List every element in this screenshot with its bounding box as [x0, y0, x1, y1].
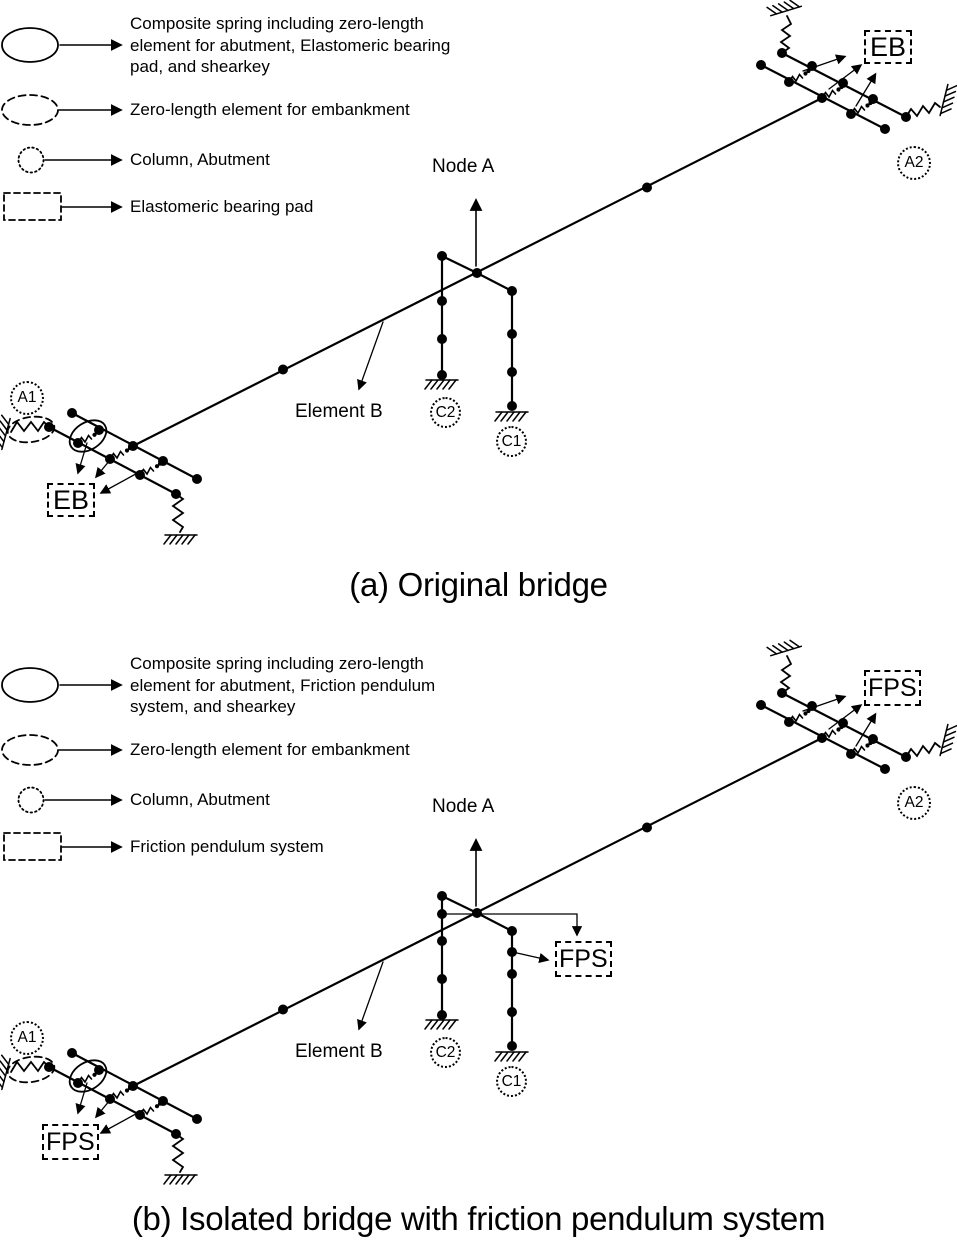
device-box-a1: EB	[47, 483, 96, 517]
bridge-graphics-a	[0, 0, 957, 544]
legend-line: Composite spring including zero-length	[130, 654, 424, 673]
column-c1-tag: C1	[496, 426, 527, 457]
device-box-a2: EB	[864, 30, 913, 64]
legend-line: pad, and shearkey	[130, 57, 270, 76]
legend-line: Composite spring including zero-length	[130, 14, 424, 33]
device-box-center: FPS	[555, 941, 612, 977]
device-box-a2: FPS	[864, 670, 921, 706]
column-c2-tag: C2	[430, 397, 461, 428]
abutment-a2-tag: A2	[897, 146, 931, 180]
column-c2-tag: C2	[430, 1037, 461, 1068]
legend-text-bearing-device: Elastomeric bearing pad	[130, 197, 314, 216]
device-box-a1: FPS	[42, 1124, 99, 1160]
abutment-a2-tag: A2	[897, 786, 931, 820]
legend-text-composite-spring: Composite spring including zero-length e…	[130, 653, 435, 718]
legend-text-fps-device: Friction pendulum system	[130, 837, 324, 856]
fps-isolator-additions	[437, 909, 583, 964]
legend-text-column-abutment: Column, Abutment	[130, 790, 270, 809]
legend-text-column-abutment: Column, Abutment	[130, 150, 270, 169]
legend-graphics-a	[2, 28, 121, 220]
fps-node-c1	[507, 947, 517, 957]
legend-graphics-b	[2, 668, 121, 860]
abutment-a1-tag: A1	[10, 1021, 44, 1055]
node-a-label: Node A	[432, 796, 495, 817]
element-b-label: Element B	[295, 401, 383, 422]
legend-text-embankment: Zero-length element for embankment	[130, 100, 410, 119]
legend-line: element for abutment, Friction pendulum	[130, 675, 436, 695]
abutment-a1-tag: A1	[10, 381, 44, 415]
fps-leader-arrow	[516, 952, 550, 964]
caption-panel-b: (b) Isolated bridge with friction pendul…	[131, 1200, 826, 1237]
fps-leader-arrow	[441, 913, 583, 937]
legend-text-composite-spring: Composite spring including zero-length e…	[130, 13, 450, 78]
legend-line: element for abutment, Elastomeric bearin…	[130, 35, 451, 55]
node-a-label: Node A	[432, 156, 495, 177]
caption-panel-a: (a) Original bridge	[349, 566, 608, 603]
legend-text-embankment: Zero-length element for embankment	[130, 740, 410, 759]
bridge-graphics-b	[0, 638, 957, 1184]
column-c1-tag: C1	[496, 1066, 527, 1097]
legend-line: system, and shearkey	[130, 697, 296, 716]
element-b-label: Element B	[295, 1041, 383, 1062]
